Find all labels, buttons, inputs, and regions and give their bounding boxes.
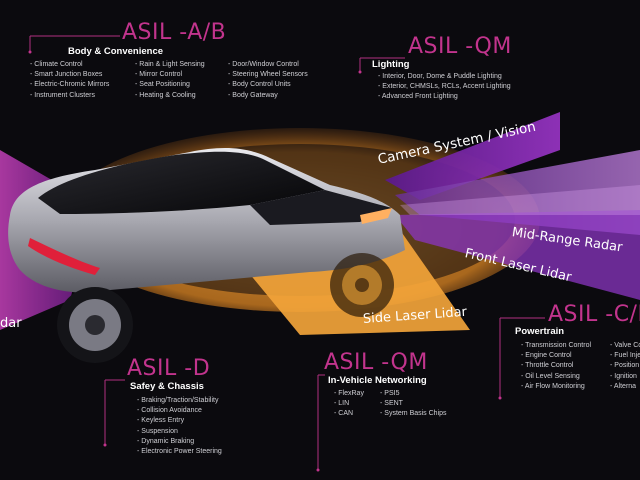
list-item: FlexRay — [334, 389, 364, 399]
networking-col2: PSI5 SENT System Basis Chips — [380, 389, 447, 420]
powertrain-col1: Transmission Control Engine Control Thro… — [521, 341, 591, 392]
list-item: System Basis Chips — [380, 409, 446, 419]
list-item: Instrument Clusters — [30, 91, 109, 101]
list-item: PSI5 — [380, 389, 447, 399]
list-item: Interior, Door, Dome & Puddle Lighting — [378, 72, 511, 82]
car-glass — [38, 151, 325, 214]
list-item: Mirror Control — [135, 70, 205, 80]
list-item: Electric-Chromic Mirrors — [30, 80, 109, 90]
list-item: Exterior, CHMSLs, RCLs, Accent Lighting — [378, 82, 510, 92]
list-item: Ignition — [610, 372, 640, 382]
camera-beam — [385, 112, 560, 200]
list-item: Seat Positioning — [135, 80, 205, 90]
list-item: Braking/Traction/Stability — [137, 396, 222, 406]
asil-cd-heading: ASIL -C/D — [548, 302, 640, 327]
body-col2: Rain & Light Sensing Mirror Control Seat… — [135, 60, 205, 101]
list-item: Engine Control — [521, 351, 591, 361]
list-item: Heating & Cooling — [135, 91, 205, 101]
list-item: Position — [610, 361, 640, 371]
list-item: Alterna — [610, 382, 640, 392]
leader-body — [29, 35, 120, 52]
list-item: Smart Junction Boxes — [30, 70, 109, 80]
list-item: Keyless Entry — [137, 416, 222, 426]
front-lidar-beam — [395, 210, 640, 300]
headlight — [360, 208, 392, 224]
list-item: Air Flow Monitoring — [521, 382, 591, 392]
rear-radar-label: dar — [0, 316, 22, 331]
list-item: Transmission Control — [521, 341, 591, 351]
list-item: Climate Control — [30, 60, 109, 70]
safety-list: Braking/Traction/Stability Collision Avo… — [137, 396, 222, 457]
asil-d-heading: ASIL -D — [127, 356, 211, 381]
leader-safety — [104, 379, 125, 445]
asil-qm-networking-heading: ASIL -QM — [324, 350, 428, 375]
list-item: Door/Window Control — [228, 60, 308, 70]
list-item: SENT — [380, 399, 447, 409]
body-col1: Climate Control Smart Junction Boxes Ele… — [30, 60, 109, 101]
list-item: Throttle Control — [521, 361, 591, 371]
list-item: LIN — [334, 399, 364, 409]
list-item: CAN — [334, 409, 364, 419]
list-item: Body Gateway — [228, 91, 308, 101]
leader-powertrain — [499, 317, 545, 398]
list-item: Advanced Front Lighting — [378, 92, 511, 102]
list-item: Fuel Inje — [610, 351, 640, 361]
leader-lighting — [359, 57, 405, 72]
list-item: Valve Co — [610, 341, 640, 351]
powertrain-col2: Valve Co Fuel Inje Position Ignition Alt… — [610, 341, 640, 392]
list-item: Oil Level Sensing — [521, 372, 591, 382]
networking-col1: FlexRay LIN CAN — [334, 389, 364, 420]
lighting-section-title: Lighting — [372, 59, 410, 70]
list-item: Electronic Power Steering — [137, 447, 222, 457]
list-item: Body Control Units — [228, 80, 308, 90]
list-item: Dynamic Braking — [137, 437, 222, 447]
leader-networking — [317, 374, 325, 470]
body-section-title: Body & Convenience — [68, 46, 164, 57]
asil-qm-lighting-heading: ASIL -QM — [408, 34, 512, 59]
powertrain-section-title: Powertrain — [515, 326, 565, 337]
safety-section-title: Safey & Chassis — [130, 381, 204, 392]
asil-ab-heading: ASIL -A/B — [122, 20, 227, 45]
lighting-list: Interior, Door, Dome & Puddle Lighting E… — [378, 72, 511, 103]
list-item: Rain & Light Sensing — [135, 60, 204, 70]
list-item: Steering Wheel Sensors — [228, 70, 307, 80]
networking-section-title: In-Vehicle Networking — [328, 375, 427, 386]
list-item: Suspension — [137, 427, 222, 437]
list-item: Collision Avoidance — [137, 406, 222, 416]
body-col3: Door/Window Control Steering Wheel Senso… — [228, 60, 308, 101]
tail-light — [28, 238, 100, 275]
